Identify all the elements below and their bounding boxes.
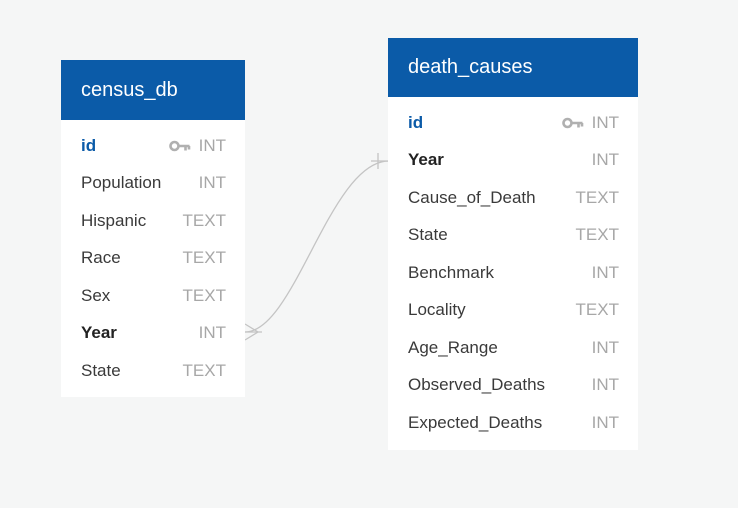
column-list: id INT Year INT Cause_of_Death TEXT Stat…: [388, 97, 638, 442]
column-type: TEXT: [575, 300, 619, 320]
column-type: TEXT: [182, 248, 226, 268]
column-row-year[interactable]: Year INT: [388, 142, 638, 180]
column-row-race[interactable]: Race TEXT: [61, 240, 245, 278]
column-row-state[interactable]: State TEXT: [61, 352, 245, 390]
column-type: TEXT: [182, 210, 226, 230]
column-row-population[interactable]: Population INT: [61, 165, 245, 203]
column-name: Race: [81, 248, 121, 268]
column-name: Sex: [81, 285, 111, 305]
table-header[interactable]: census_db: [61, 60, 245, 120]
column-type: TEXT: [182, 360, 226, 380]
column-type: INT: [591, 262, 619, 282]
column-type: TEXT: [182, 285, 226, 305]
column-row-observed-deaths[interactable]: Observed_Deaths INT: [388, 367, 638, 405]
column-row-benchmark[interactable]: Benchmark INT: [388, 254, 638, 292]
primary-key-icon: [561, 117, 583, 129]
table-title: census_db: [81, 78, 178, 101]
column-type: INT: [591, 150, 619, 170]
column-name: id: [408, 112, 424, 132]
column-type-wrapper: INT: [168, 135, 226, 156]
column-row-year[interactable]: Year INT: [61, 315, 245, 353]
column-type: INT: [198, 173, 226, 193]
table-death-causes[interactable]: death_causes id INT Year INT Cause_of_De…: [388, 38, 638, 450]
table-title: death_causes: [408, 56, 533, 78]
table-header[interactable]: death_causes: [388, 38, 638, 97]
column-name: State: [408, 225, 448, 245]
column-list: id INT Population INT Hispanic TEXT Race…: [61, 120, 245, 390]
column-name: Hispanic: [81, 210, 147, 230]
column-name: State: [81, 360, 121, 380]
column-name: Population: [81, 173, 162, 193]
column-row-state[interactable]: State TEXT: [388, 217, 638, 255]
column-name: Observed_Deaths: [408, 375, 546, 395]
column-row-id[interactable]: id INT: [388, 104, 638, 142]
column-type: INT: [198, 323, 226, 343]
column-type: INT: [591, 375, 619, 395]
relationship-line: [244, 160, 390, 333]
column-row-expected-deaths[interactable]: Expected_Deaths INT: [388, 404, 638, 442]
column-type-wrapper: INT: [561, 112, 619, 133]
column-row-locality[interactable]: Locality TEXT: [388, 292, 638, 330]
column-row-id[interactable]: id INT: [61, 127, 245, 165]
column-name: Age_Range: [408, 337, 498, 357]
column-name: id: [81, 135, 97, 155]
column-row-age-range[interactable]: Age_Range INT: [388, 329, 638, 367]
column-type: INT: [591, 337, 619, 357]
column-name: Year: [408, 150, 444, 170]
primary-key-icon: [168, 140, 190, 152]
column-row-hispanic[interactable]: Hispanic TEXT: [61, 202, 245, 240]
column-name: Locality: [408, 300, 466, 320]
crows-foot-many-icon: [244, 323, 262, 341]
column-type: INT: [591, 112, 619, 132]
column-type: TEXT: [575, 225, 619, 245]
column-type: TEXT: [575, 187, 619, 207]
column-type: INT: [591, 412, 619, 432]
column-type: INT: [198, 135, 226, 155]
column-name: Year: [81, 323, 117, 343]
one-cardinality-icon: [371, 153, 389, 169]
column-row-cause-of-death[interactable]: Cause_of_Death TEXT: [388, 179, 638, 217]
column-name: Cause_of_Death: [408, 187, 536, 207]
column-name: Benchmark: [408, 262, 494, 282]
table-census-db[interactable]: census_db id INT Population INT Hispanic…: [61, 60, 245, 397]
column-name: Expected_Deaths: [408, 412, 543, 432]
column-row-sex[interactable]: Sex TEXT: [61, 277, 245, 315]
